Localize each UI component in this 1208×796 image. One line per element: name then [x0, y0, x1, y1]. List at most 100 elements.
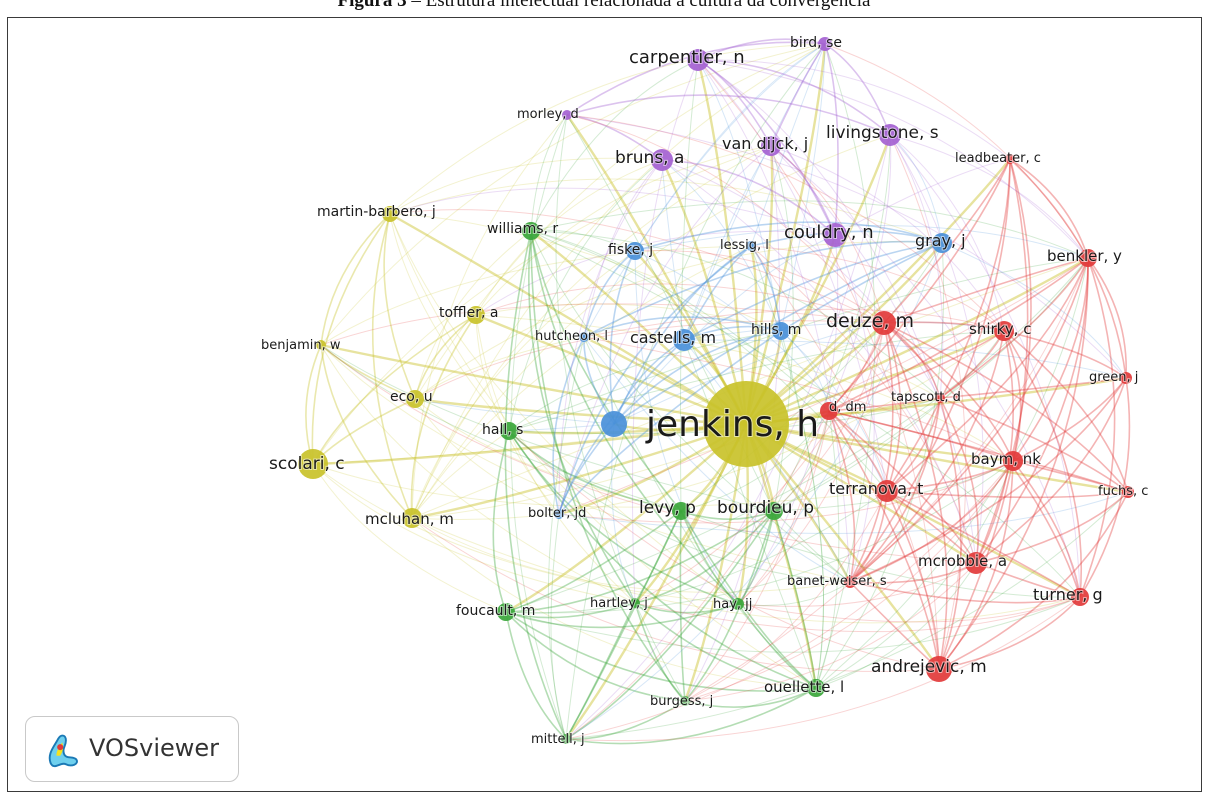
node-couldry-n[interactable]: [823, 223, 847, 247]
network-edge: [320, 43, 826, 346]
node-benjamin-w[interactable]: [316, 340, 326, 350]
node-hall-s[interactable]: [500, 422, 518, 440]
node-martin-barbero-j[interactable]: [382, 206, 398, 222]
network-edge: [780, 242, 943, 332]
network-edge: [886, 490, 1081, 598]
node-levy-p[interactable]: [672, 502, 690, 520]
node-shirky-c[interactable]: [994, 321, 1014, 341]
network-edge: [312, 463, 636, 604]
node-toffler-a[interactable]: [467, 306, 485, 324]
node-williams-r[interactable]: [522, 222, 540, 240]
node-van-dijck-j[interactable]: [761, 136, 781, 156]
node-leadbeater-c[interactable]: [1005, 154, 1015, 164]
network-edge: [849, 562, 977, 584]
network-edge: [661, 159, 782, 332]
node-label-bourdieu-p: bourdieu, p: [717, 498, 814, 518]
figure-caption-text: Estrutura intelectual relacionada à cult…: [425, 0, 871, 11]
node-lessig-l[interactable]: [746, 241, 756, 251]
network-edge: [773, 257, 1089, 512]
network-edge: [505, 596, 1081, 653]
node-bourdieu-p[interactable]: [765, 502, 783, 520]
network-edge: [815, 460, 1014, 689]
network-edge: [684, 490, 888, 702]
network-edge: [889, 134, 1005, 332]
node-jenkins-h[interactable]: [703, 381, 789, 467]
network-edge: [679, 59, 699, 512]
node-turner-g[interactable]: [1071, 588, 1089, 606]
network-edge: [504, 230, 567, 740]
node-label-bruns-a: bruns, a: [615, 148, 684, 168]
node-baym-nk[interactable]: [1003, 451, 1023, 471]
network-edge: [824, 43, 891, 136]
network-edge: [883, 322, 1014, 462]
node-gray-j[interactable]: [932, 233, 952, 253]
node-hutcheon-l[interactable]: [579, 332, 589, 342]
node-castells-m[interactable]: [673, 329, 695, 351]
network-edge: [745, 256, 1089, 426]
network-edge: [389, 212, 747, 426]
network-edge: [828, 410, 977, 564]
network-edge: [737, 234, 839, 605]
network-edge: [389, 209, 885, 324]
node-unlabeled[interactable]: [601, 411, 627, 437]
node-ouellette-l[interactable]: [807, 679, 825, 697]
network-edge: [737, 581, 851, 607]
network-edge: [508, 330, 1005, 432]
node-label-fiske-j: fiske, j: [608, 242, 653, 258]
network-edge: [389, 157, 663, 215]
network-edge: [558, 245, 752, 515]
node-hartley-j[interactable]: [630, 598, 640, 608]
network-edge: [565, 460, 1014, 740]
network-edge: [975, 491, 1129, 564]
node-bird-se[interactable]: [818, 37, 832, 51]
network-edge: [558, 159, 663, 515]
node-green-j[interactable]: [1120, 372, 1132, 384]
network-edge: [613, 242, 943, 425]
node-label-carpentier-n: carpentier, n: [629, 47, 745, 68]
node-eco-u[interactable]: [406, 390, 424, 408]
node-andrejevic-m[interactable]: [926, 656, 952, 682]
network-edge: [745, 376, 1127, 426]
node-mcrobbie-a[interactable]: [965, 552, 987, 574]
node-tapscott-d[interactable]: [935, 393, 945, 403]
node-scolari-c[interactable]: [298, 449, 328, 479]
node-banet-weiser-s[interactable]: [844, 576, 856, 588]
network-edge: [684, 460, 1014, 702]
node-livingstone-s[interactable]: [879, 124, 901, 146]
network-edge: [312, 314, 477, 465]
network-edge: [505, 611, 686, 702]
network-edge: [697, 59, 1011, 160]
node-carpentier-n[interactable]: [687, 49, 709, 71]
node-fiske-j[interactable]: [626, 242, 644, 260]
node-hay-jj[interactable]: [732, 598, 744, 610]
node-mcluhan-m[interactable]: [402, 508, 422, 528]
network-edge: [320, 213, 391, 346]
network-edge: [565, 596, 1081, 742]
node-mittell-j[interactable]: [561, 734, 571, 744]
network-edge: [889, 134, 1081, 598]
node-terranova-t[interactable]: [876, 480, 898, 502]
network-edge: [565, 410, 830, 740]
network-edge: [660, 159, 748, 425]
node-hills-m[interactable]: [772, 322, 790, 340]
node-burgess-j[interactable]: [680, 696, 690, 706]
network-edge: [975, 257, 1089, 564]
node-deuze-m[interactable]: [872, 311, 896, 335]
network-edge: [770, 145, 1005, 332]
node-bolter-jd[interactable]: [554, 509, 564, 519]
node-foucault-m[interactable]: [497, 603, 515, 621]
network-edge: [389, 213, 817, 689]
network-edge: [744, 145, 774, 425]
node-benkler-y[interactable]: [1079, 249, 1097, 267]
node-bruns-a[interactable]: [651, 149, 673, 171]
network-edge: [634, 602, 739, 614]
network-edge: [815, 257, 1089, 689]
network-edge: [475, 283, 885, 324]
node-fuchs-c[interactable]: [1122, 486, 1134, 498]
network-edge: [583, 240, 943, 338]
network-edge: [889, 134, 943, 244]
node-morley-d[interactable]: [562, 110, 572, 120]
node-d-dm[interactable]: [820, 402, 838, 420]
